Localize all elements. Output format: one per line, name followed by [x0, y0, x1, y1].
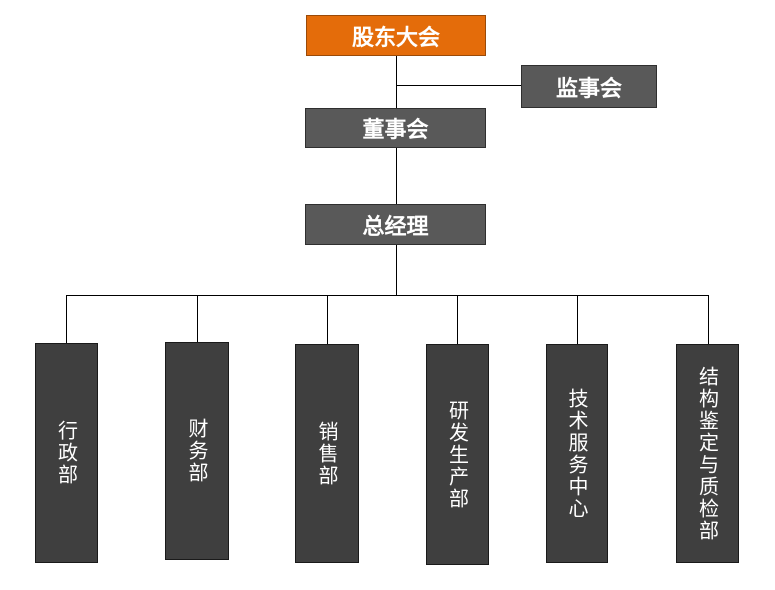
dept-technical-service-label: 技术服务中心: [565, 387, 589, 520]
supervisory-board-label: 监事会: [555, 76, 622, 102]
dept-structural-qc-label: 结构鉴定与质检部: [695, 365, 720, 542]
dept-sales-box: 销售部: [295, 344, 359, 563]
dept-administration-box: 行政部: [35, 343, 98, 563]
general-manager-box: 总经理: [305, 204, 486, 245]
connector-line: [396, 85, 522, 86]
connector-line: [327, 295, 328, 344]
board-of-directors-box: 董事会: [305, 108, 486, 148]
dept-administration-label: 行政部: [54, 420, 79, 486]
connector-line: [66, 295, 67, 343]
connector-line: [197, 295, 198, 342]
dept-sales-label: 销售部: [315, 420, 339, 487]
connector-line: [66, 295, 709, 296]
dept-finance-label: 财务部: [185, 418, 209, 484]
shareholders-meeting-box: 股东大会: [306, 15, 486, 56]
shareholders-meeting-label: 股东大会: [351, 25, 440, 51]
connector-line: [708, 295, 709, 344]
board-of-directors-label: 董事会: [362, 118, 429, 143]
dept-technical-service-box: 技术服务中心: [546, 344, 608, 563]
dept-rd-production-label: 研发生产部: [445, 399, 470, 510]
connector-line: [577, 295, 578, 344]
connector-line: [396, 56, 397, 108]
supervisory-board-box: 监事会: [521, 65, 657, 108]
dept-finance-box: 财务部: [165, 342, 229, 560]
dept-structural-qc-box: 结构鉴定与质检部: [676, 344, 739, 563]
connector-line: [457, 295, 458, 344]
connector-line: [396, 148, 397, 204]
connector-line: [396, 245, 397, 296]
general-manager-label: 总经理: [362, 214, 429, 240]
dept-rd-production-box: 研发生产部: [426, 344, 489, 565]
